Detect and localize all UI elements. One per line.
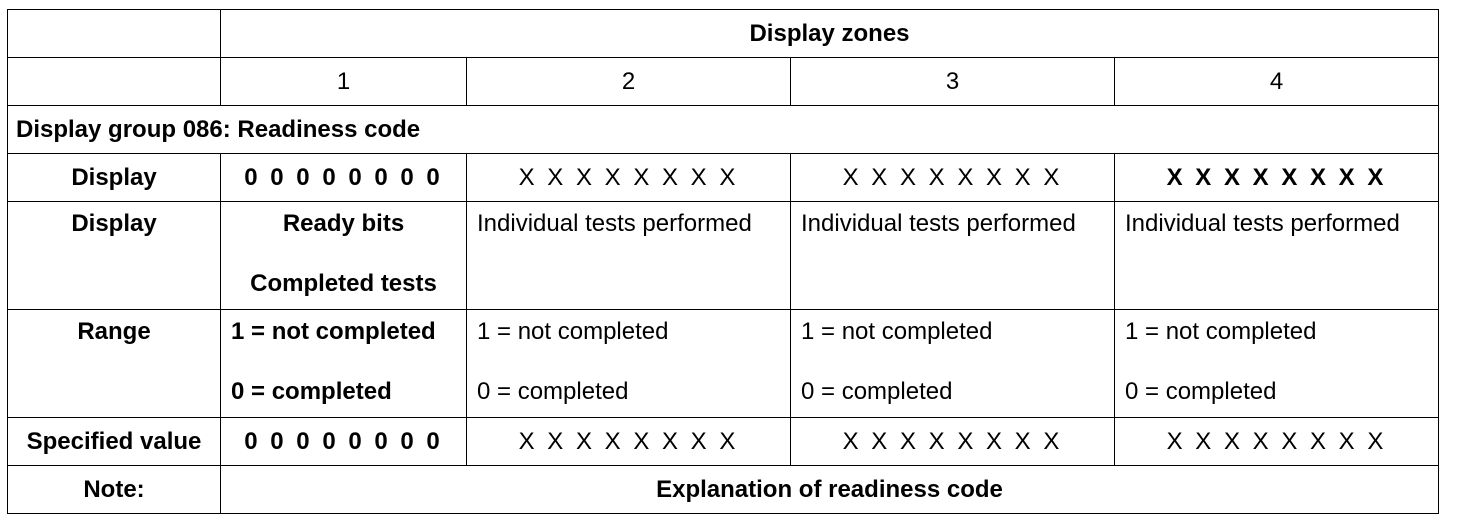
zone-4-range-line-2: 0 = completed: [1125, 378, 1277, 405]
display-values-row: Display 0 0 0 0 0 0 0 0 X X X X X X X X …: [7, 153, 1439, 202]
row-label-specified-value: Specified value: [7, 417, 221, 466]
ready-bits-text: Ready bits: [282, 210, 405, 237]
zone-1-meaning: Ready bits Completed tests: [220, 201, 467, 310]
zone-4-range-line-1: 1 = not completed: [1125, 318, 1317, 345]
zone-2-range-line-2: 0 = completed: [477, 378, 629, 405]
zone-3-range: 1 = not completed 0 = completed: [790, 309, 1115, 418]
zone-4-header: 4: [1114, 57, 1439, 106]
zone-3-display-value: X X X X X X X X: [790, 153, 1115, 202]
zone-2-range-line-1: 1 = not completed: [477, 318, 669, 345]
zone-3-range-line-1: 1 = not completed: [801, 318, 993, 345]
zone-4-range: 1 = not completed 0 = completed: [1114, 309, 1439, 418]
specified-value-row: Specified value 0 0 0 0 0 0 0 0 X X X X …: [7, 417, 1439, 466]
range-row: Range 1 = not completed 0 = completed 1 …: [7, 309, 1439, 418]
zone-3-range-line-2: 0 = completed: [801, 378, 953, 405]
corner-cell: [7, 9, 221, 58]
display-zones-title: Display zones: [220, 9, 1439, 58]
header-row-title: Display zones: [7, 9, 1439, 58]
zone-4-display-value: X X X X X X X X: [1114, 153, 1439, 202]
header-row-zones: 1 2 3 4: [7, 57, 1439, 106]
zone-1-specified-value: 0 0 0 0 0 0 0 0: [220, 417, 467, 466]
zone-3-header: 3: [790, 57, 1115, 106]
zone-1-header: 1: [220, 57, 467, 106]
zone-2-specified-value: X X X X X X X X: [466, 417, 791, 466]
zone-1-display-value: 0 0 0 0 0 0 0 0: [220, 153, 467, 202]
zone-2-meaning: Individual tests performed: [466, 201, 791, 310]
row-label-note: Note:: [7, 465, 221, 514]
zone-4-specified-value: X X X X X X X X: [1114, 417, 1439, 466]
zone-3-specified-value: X X X X X X X X: [790, 417, 1115, 466]
corner-cell-2: [7, 57, 221, 106]
row-label-display: Display: [7, 153, 221, 202]
zone-2-header: 2: [466, 57, 791, 106]
readiness-code-table: Display zones 1 2 3 4 Display group 086:…: [7, 9, 1439, 514]
completed-tests-text: Completed tests: [250, 270, 437, 297]
zone-1-range-line-2: 0 = completed: [231, 378, 392, 405]
display-group-title: Display group 086: Readiness code: [7, 105, 1439, 154]
zone-2-range: 1 = not completed 0 = completed: [466, 309, 791, 418]
zone-2-display-value: X X X X X X X X: [466, 153, 791, 202]
zone-3-meaning: Individual tests performed: [790, 201, 1115, 310]
note-text: Explanation of readiness code: [220, 465, 1439, 514]
zone-1-range: 1 = not completed 0 = completed: [220, 309, 467, 418]
group-title-row: Display group 086: Readiness code: [7, 105, 1439, 154]
zone-4-meaning: Individual tests performed: [1114, 201, 1439, 310]
note-row: Note: Explanation of readiness code: [7, 465, 1439, 514]
row-label-range: Range: [7, 309, 221, 418]
row-label-display-meaning: Display: [7, 201, 221, 310]
display-meaning-row: Display Ready bits Completed tests Indiv…: [7, 201, 1439, 310]
zone-1-range-line-1: 1 = not completed: [231, 318, 436, 345]
